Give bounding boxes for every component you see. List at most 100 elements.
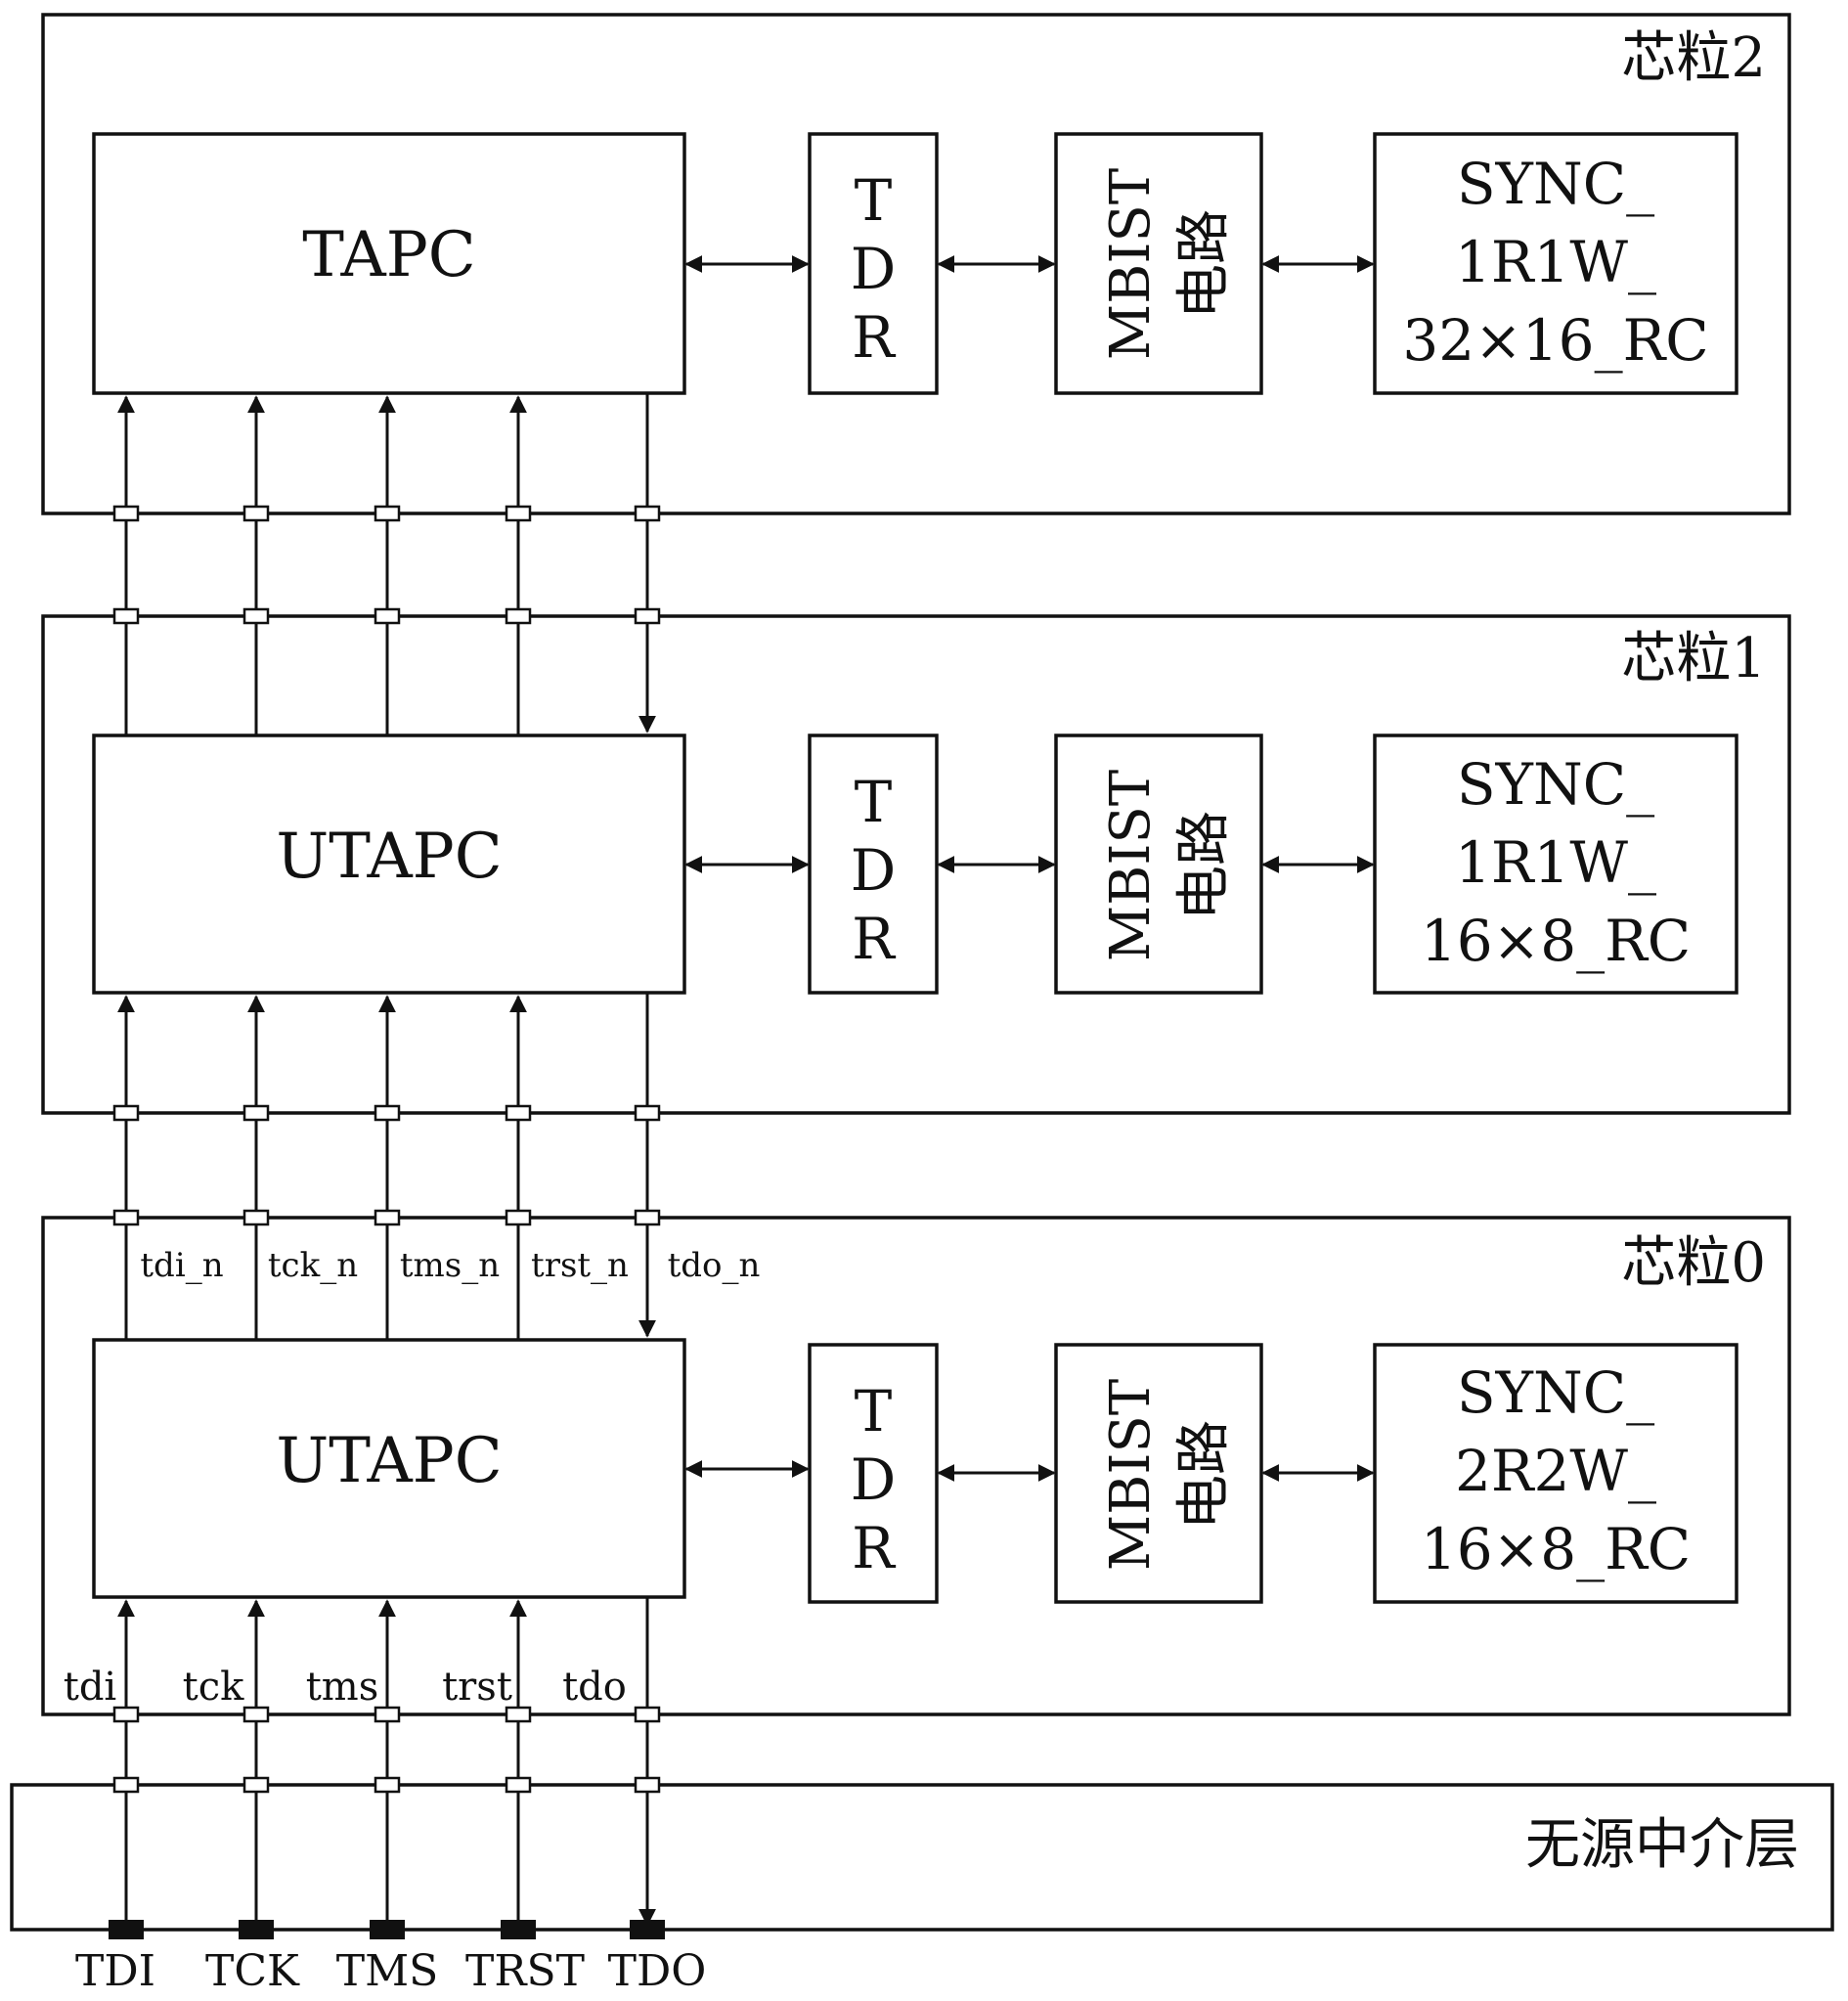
micro-bump-pad	[374, 1776, 401, 1794]
micro-bump-pad	[505, 505, 532, 522]
tdr-0-letter-r: R	[852, 1515, 897, 1581]
signal-label-tms: tms	[306, 1665, 379, 1710]
chiplet-2-label: 芯粒2	[1621, 26, 1766, 90]
tdr-0-letter-d: D	[851, 1446, 897, 1513]
tdr-1-letter-d: D	[851, 837, 897, 904]
micro-bump-pad	[505, 1209, 532, 1226]
micro-bump-pad	[112, 1776, 140, 1794]
chiplet-2: 芯粒2 TAPC T D R MBIST 电路 SYNC_ 1R1W_ 32×1…	[41, 13, 1791, 515]
micro-bump-pad	[374, 1104, 401, 1122]
utapc-block-1	[92, 734, 686, 995]
micro-bump-pad	[112, 1104, 140, 1122]
pin-label-trst: TRST	[465, 1946, 585, 1996]
jtag-wiring	[117, 393, 656, 1927]
signal-label-tdi-n: tdi_n	[140, 1246, 223, 1285]
micro-bump-pad	[634, 1776, 661, 1794]
micro-bump-pad	[112, 1706, 140, 1723]
micro-bump-pad	[242, 505, 270, 522]
signal-label-tdo-n: tdo_n	[668, 1246, 761, 1285]
memory-0-line-3: 16×8_RC	[1421, 1516, 1691, 1582]
micro-bump-pad	[634, 607, 661, 625]
tdr-block-0	[808, 1343, 939, 1604]
micro-bump-pad	[242, 607, 270, 625]
interposer: 无源中介层	[10, 1783, 1834, 1932]
memory-block-2	[1373, 132, 1738, 395]
pin-label-tck: TCK	[205, 1946, 300, 1996]
micro-bump-pad	[505, 1776, 532, 1794]
signal-label-trst-n: trst_n	[531, 1246, 629, 1285]
tapc-label: TAPC	[302, 219, 475, 291]
micro-bump-pad	[634, 1209, 661, 1226]
memory-block-0	[1373, 1343, 1738, 1604]
signal-label-tck: tck	[183, 1665, 244, 1710]
micro-bump-pad	[112, 505, 140, 522]
micro-bump-pad	[374, 607, 401, 625]
micro-bump-pads	[112, 505, 661, 1794]
pin-trst-bump	[501, 1920, 536, 1939]
micro-bump-pad	[634, 1104, 661, 1122]
signal-label-tdi: tdi	[64, 1665, 116, 1710]
memory-0-line-2: 2R2W_	[1455, 1438, 1656, 1504]
mbist-block-0	[1054, 1343, 1263, 1604]
micro-bump-pad	[112, 607, 140, 625]
micro-bump-pad	[242, 1209, 270, 1226]
memory-2-line-2: 1R1W_	[1455, 229, 1656, 295]
micro-bump-pad	[374, 1706, 401, 1723]
micro-bump-pad	[374, 1209, 401, 1226]
pin-label-tdo: TDO	[608, 1946, 707, 1996]
memory-1-line-2: 1R1W_	[1455, 829, 1656, 896]
pin-tck-bump	[239, 1920, 274, 1939]
mbist-1-label: MBIST	[1099, 770, 1163, 961]
signal-label-tck-n: tck_n	[268, 1246, 358, 1285]
mbist-block-1	[1054, 734, 1263, 995]
chiplet-1: 芯粒1 UTAPC T D R MBIST 电路 SYNC_ 1R1W_ 16×…	[41, 614, 1791, 1115]
mbist-2-label: MBIST	[1099, 168, 1163, 360]
tdr-0-letter-t: T	[855, 1378, 893, 1445]
package-pins: TDI TCK TMS TRST TDO	[75, 1920, 706, 1996]
chiplet-0-frame	[41, 1216, 1791, 1716]
tdr-2-letter-t: T	[855, 167, 893, 234]
micro-bump-pad	[505, 1706, 532, 1723]
tdr-block-1	[808, 734, 939, 995]
memory-2-line-3: 32×16_RC	[1402, 307, 1708, 374]
micro-bump-pad	[374, 505, 401, 522]
micro-bump-pad	[242, 1776, 270, 1794]
micro-bump-pad	[634, 505, 661, 522]
interposer-frame	[10, 1783, 1834, 1932]
interposer-label: 无源中介层	[1525, 1813, 1799, 1877]
tapc-block	[92, 132, 686, 395]
signal-label-tms-n: tms_n	[400, 1246, 500, 1285]
tdr-2-letter-r: R	[852, 304, 897, 371]
micro-bump-pad	[242, 1706, 270, 1723]
memory-0-line-1: SYNC_	[1457, 1359, 1654, 1426]
chiplet-0-label: 芯粒0	[1621, 1231, 1766, 1295]
utapc-0-label: UTAPC	[276, 1425, 502, 1497]
signal-label-tdo: tdo	[562, 1665, 627, 1710]
chiplet-2-frame	[41, 13, 1791, 515]
micro-bump-pad	[242, 1104, 270, 1122]
pin-tms-bump	[370, 1920, 405, 1939]
mbist-2-circuit: 电路	[1172, 209, 1236, 319]
memory-1-line-3: 16×8_RC	[1421, 908, 1691, 974]
chiplet-1-frame	[41, 614, 1791, 1115]
mbist-0-label: MBIST	[1099, 1379, 1163, 1571]
memory-1-line-1: SYNC_	[1457, 751, 1654, 818]
pin-label-tdi: TDI	[75, 1946, 155, 1996]
mbist-block-2	[1054, 132, 1263, 395]
utapc-block-0	[92, 1338, 686, 1599]
micro-bump-pad	[505, 1104, 532, 1122]
tdr-2-letter-d: D	[851, 236, 897, 302]
utapc-1-label: UTAPC	[276, 821, 502, 893]
micro-bump-pad	[112, 1209, 140, 1226]
tdr-block-2	[808, 132, 939, 395]
signal-label-trst: trst	[442, 1665, 512, 1710]
pin-tdi-bump	[109, 1920, 144, 1939]
mbist-1-circuit: 电路	[1172, 811, 1236, 920]
memory-2-line-1: SYNC_	[1457, 151, 1654, 217]
mbist-0-circuit: 电路	[1172, 1420, 1236, 1530]
pin-label-tms: TMS	[336, 1946, 439, 1996]
micro-bump-pad	[634, 1706, 661, 1723]
chiplet-0: 芯粒0 UTAPC T D R MBIST 电路 SYNC_ 2R2W_ 16×…	[41, 1216, 1791, 1716]
tdr-1-letter-r: R	[852, 906, 897, 972]
